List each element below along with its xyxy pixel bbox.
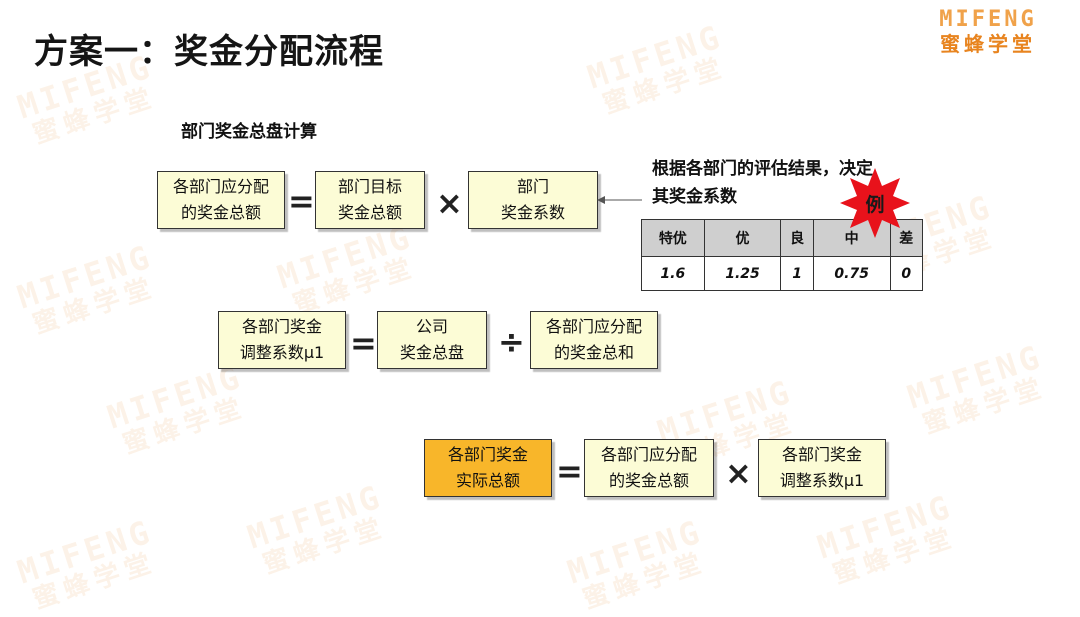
starburst-shape: [840, 168, 910, 238]
table-cell: 1.25: [703, 256, 782, 291]
formula1-left-box: 各部门应分配 的奖金总额: [157, 171, 285, 229]
formula3-right-box: 各部门奖金 调整系数μ1: [758, 439, 886, 497]
box-line: 奖金总盘: [399, 343, 464, 362]
box-line: 各部门应分配: [600, 445, 697, 464]
page-title: 方案一：奖金分配流程: [34, 32, 384, 72]
table-row: 1.6 1.25 1 0.75 0: [641, 256, 924, 291]
multiply-operator: ×: [436, 184, 463, 222]
logo-wordmark: MIFENG: [939, 7, 1037, 32]
box-line: 的奖金总和: [553, 343, 634, 362]
box-line: 部门目标: [337, 177, 402, 196]
pointer-arrow: [597, 196, 642, 204]
multiply-operator: ×: [725, 454, 752, 492]
formula2-right-box: 各部门应分配 的奖金总和: [530, 311, 658, 369]
table-cell: 0.75: [812, 256, 891, 291]
box-line: 各部门应分配: [545, 317, 642, 336]
brand-logo: MIFENG 蜜蜂学堂: [918, 7, 1058, 57]
box-line: 各部门奖金: [447, 445, 528, 464]
formula3-left-box: 各部门奖金 实际总额: [424, 439, 552, 497]
formula2-middle-box: 公司 奖金总盘: [377, 311, 487, 369]
example-badge-label: 例: [865, 194, 885, 216]
box-line: 调整系数μ1: [779, 471, 865, 490]
equals-operator: =: [288, 182, 315, 220]
table-cell: 0: [889, 256, 924, 291]
table-header-cell: 特优: [641, 219, 705, 257]
box-line: 各部门奖金: [241, 317, 322, 336]
formula1-middle-box: 部门目标 奖金总额: [315, 171, 425, 229]
table-cell: 1.6: [641, 256, 705, 291]
note-line: 其奖金系数: [652, 187, 737, 207]
coefficient-note: 根据各部门的评估结果，决定 其奖金系数: [652, 155, 873, 211]
equals-operator: =: [556, 452, 583, 490]
box-line: 调整系数μ1: [239, 343, 325, 362]
formula3-middle-box: 各部门应分配 的奖金总额: [584, 439, 714, 497]
box-line: 各部门应分配: [172, 177, 269, 196]
box-line: 各部门奖金: [781, 445, 862, 464]
table-header-cell: 良: [780, 219, 814, 257]
equals-operator: =: [350, 324, 377, 362]
section-title: 部门奖金总盘计算: [181, 122, 317, 142]
note-line: 根据各部门的评估结果，决定: [652, 159, 873, 179]
box-line: 的奖金总额: [180, 203, 261, 222]
box-line: 部门: [516, 177, 549, 196]
formula1-right-box: 部门 奖金系数: [468, 171, 598, 229]
formula2-left-box: 各部门奖金 调整系数μ1: [218, 311, 346, 369]
box-line: 的奖金总额: [608, 471, 689, 490]
table-cell: 1: [780, 256, 814, 291]
box-line: 公司: [415, 317, 448, 336]
logo-chinese: 蜜蜂学堂: [940, 32, 1036, 56]
divide-operator: ÷: [498, 323, 525, 361]
table-header-cell: 优: [703, 219, 782, 257]
box-line: 奖金系数: [500, 203, 565, 222]
box-line: 奖金总额: [337, 203, 402, 222]
box-line: 实际总额: [455, 471, 520, 490]
example-badge: [840, 168, 910, 238]
